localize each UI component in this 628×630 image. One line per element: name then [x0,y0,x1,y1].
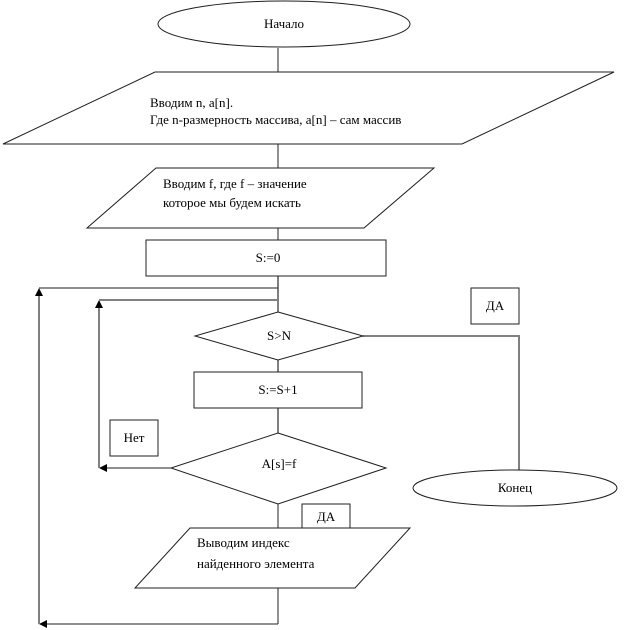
start-terminator: Начало [157,0,411,48]
connector-yes-to-end [363,335,520,470]
no-label-box: Нет [109,419,159,457]
check-match-decision: A[s]=f [169,432,388,505]
check-s-gt-n-decision: S>N [193,311,365,361]
input-f-line-1: Вводим f, где f – значение [163,176,307,191]
init-s-label: S:=0 [256,250,281,265]
output-index-node: Выводим индекс найденного элемента [133,527,412,589]
no-label: Нет [124,430,145,445]
init-s-process: S:=0 [145,239,387,277]
yes-label-upper: ДА [486,298,505,313]
increment-s-label: S:=S+1 [258,382,297,397]
check-match-label: A[s]=f [262,456,297,471]
end-terminator: Конец [412,469,618,507]
increment-s-process: S:=S+1 [193,371,363,409]
input-array-line-1: Вводим n, a[n]. [150,95,233,110]
yes-label-box-lower: ДА [301,503,351,529]
output-index-line-1: Выводим индекс [197,535,290,550]
input-array-line-2: Где n-размерность массива, a[n] – сам ма… [150,112,401,127]
input-f-node: Вводим f, где f – значение которое мы бу… [85,167,436,229]
output-index-line-2: найденного элемента [197,556,315,571]
start-label: Начало [264,16,304,31]
input-f-line-2: которое мы будем искать [163,195,301,210]
yes-label-lower: ДА [317,509,336,524]
yes-label-box-upper: ДА [470,287,520,325]
end-label: Конец [498,480,532,495]
input-array-node: Вводим n, a[n]. Где n-размерность массив… [2,71,615,145]
check-s-gt-n-label: S>N [267,328,292,343]
